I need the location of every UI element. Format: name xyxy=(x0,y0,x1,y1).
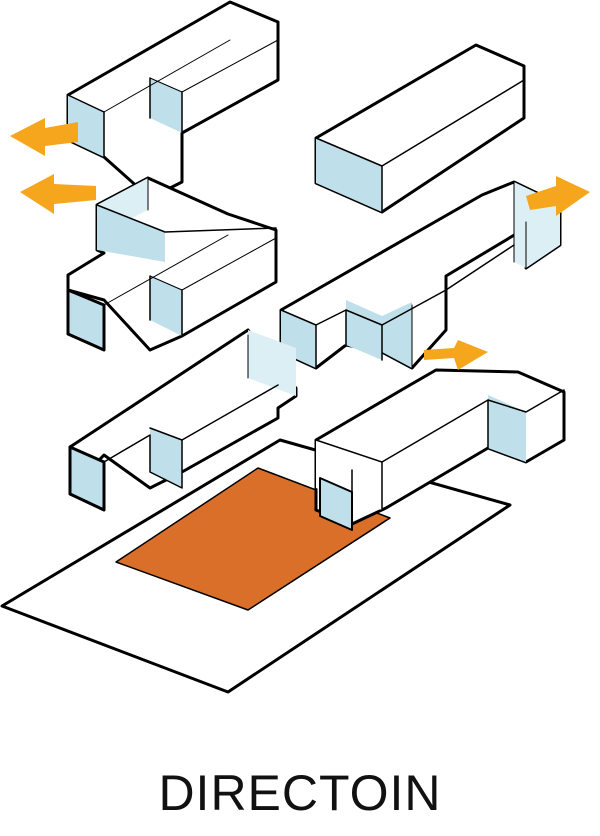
block-lower-left xyxy=(68,328,298,512)
block-lower-right xyxy=(314,368,566,531)
direction-arrow-icon xyxy=(10,118,78,156)
diagram-caption: DIRECTOIN xyxy=(158,765,442,821)
direction-arrow-icon xyxy=(424,340,488,370)
block-central-bar xyxy=(279,180,562,370)
direction-arrow-icon xyxy=(526,176,590,216)
direction-arrow-icon xyxy=(20,174,96,214)
block-middle-left xyxy=(66,176,278,352)
block-top-right xyxy=(314,43,526,214)
block-top-left xyxy=(66,0,280,200)
